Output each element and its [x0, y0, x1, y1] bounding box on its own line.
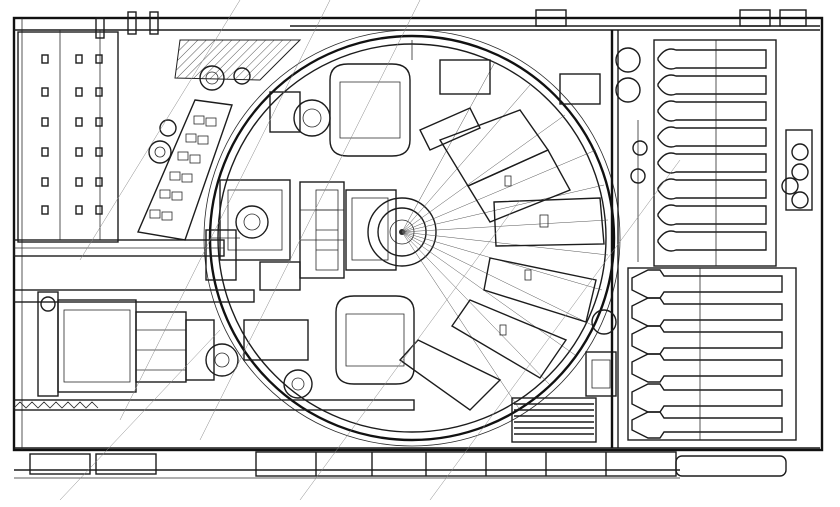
ammo-rack-lower	[627, 267, 797, 441]
radiator	[511, 351, 617, 443]
ammo-rack-upper	[653, 39, 777, 267]
central-pivot	[299, 181, 437, 279]
hull-outline	[12, 16, 824, 479]
left-compartment	[17, 11, 159, 243]
engine-block	[37, 291, 239, 397]
crew-seat-lower	[243, 295, 415, 399]
right-bulkhead	[591, 30, 648, 448]
right-fittings	[535, 9, 813, 211]
hull-rail	[13, 239, 415, 411]
turret-machinery-left	[205, 179, 339, 291]
control-panel	[137, 39, 302, 241]
fitting-grid	[41, 54, 103, 215]
construction-lines	[59, 0, 681, 501]
ammo-carousel	[398, 59, 609, 411]
turret-ring	[203, 29, 621, 447]
crew-seat-upper	[269, 63, 411, 157]
floor-track	[29, 451, 787, 477]
